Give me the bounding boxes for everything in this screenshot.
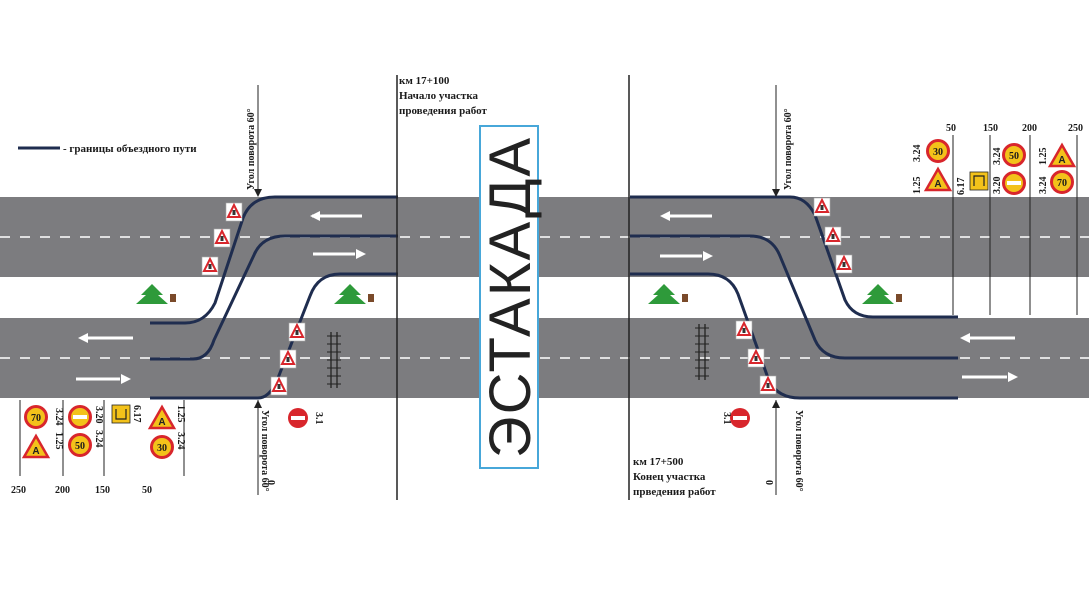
sign-code: 1.25 [175,405,186,423]
boundary-lines [19,75,1078,500]
distance-label: 150 [983,123,998,134]
end-line-2: прведения работ [633,486,716,498]
distance-label: 250 [11,485,26,496]
roadwork-cone-icon [813,197,831,217]
sign-code-3-1: 3.1 [721,412,732,425]
warning-roadwork-sign-icon [1048,143,1076,168]
roadwork-cone-icon [279,349,297,369]
distance-label: 200 [1022,123,1037,134]
detour-scheme-sign-icon [111,404,131,424]
distance-label: 150 [95,485,110,496]
sign-cluster-left: 70 3.24 1.25 50 3.20 3.24 6.17 30 1.25 3… [22,404,186,459]
sign-code: 3.24 [53,408,64,426]
speed-50: 50 [75,441,85,452]
roadwork-cone-icon [201,256,219,276]
sign-code: 3.24 [992,148,1003,166]
detour-scheme-sign-icon [969,171,989,191]
turn-angle-label: Угол поворота 60° [783,108,794,190]
sign-cluster-right: 30 3.24 1.25 6.17 50 3.24 3.20 70 1.25 3… [912,139,1076,196]
warning-roadwork-sign-icon [22,434,50,459]
no-entry-sign-icon [730,408,750,428]
sign-code: 6.17 [131,405,142,423]
sign-code: 3.24 [1038,177,1049,195]
distances-right: 50 150 200 250 [946,123,1083,134]
sign-code: 3.24 [93,430,104,448]
sign-code: 1.25 [912,177,923,195]
road-upper [0,197,1089,277]
detour-right [630,195,958,400]
sign-code: 3.24 [912,145,923,163]
end-line-1: Конец участка [633,471,706,483]
median [0,277,1089,318]
roadwork-cone-icon [759,375,777,395]
distance-label: 250 [1068,123,1083,134]
direction-arrows [76,211,1018,384]
turn-angle-label: Угол поворота 60° [793,410,804,492]
distance-label: 50 [946,123,956,134]
end-marker: км 17+500 Конец участка прведения работ [633,456,716,498]
turn-angle-label: Угол поворота 60° [246,108,257,190]
distance-label: 50 [142,485,152,496]
roadwork-cone-icon [735,320,753,340]
legend-label: - границы объездного пути [63,143,197,155]
zero-label: 0 [265,480,276,485]
warning-roadwork-sign-icon [924,167,952,192]
sign-code: 1.25 [53,432,64,450]
end-km: км 17+500 [633,456,684,468]
warning-roadwork-sign-icon [148,405,176,430]
speed-30: 30 [157,443,167,454]
overpass-label: ЭСТАКАДА [478,136,543,458]
sign-code: 6.17 [956,178,967,196]
distance-label: 200 [55,485,70,496]
start-line-1: Начало участка [399,90,478,102]
start-marker: км 17+100 Начало участка проведения рабо… [399,75,488,117]
sign-code: 1.25 [1038,148,1049,166]
turn-angle-label: Угол поворота 60° [259,410,270,492]
roadwork-cone-icon [270,376,288,396]
distances-left: 250 200 150 50 [11,485,152,496]
start-line-2: проведения работ [399,105,488,117]
speed-50: 50 [1009,151,1019,162]
overpass-box: ЭСТАКАДА [478,125,543,469]
sign-code: 3.24 [175,432,186,450]
sign-code-3-1: 3.1 [313,412,324,425]
legend: - границы объездного пути [18,143,197,155]
speed-30: 30 [933,147,943,158]
speed-70: 70 [31,413,41,424]
speed-70: 70 [1057,178,1067,189]
no-entry-sign-icon [288,408,308,428]
sign-code: 3.20 [93,406,104,424]
roadwork-cone-icon [835,254,853,274]
roadwork-cone-icon [747,348,765,368]
start-km: км 17+100 [399,75,450,87]
roadwork-cone-icon [213,228,231,248]
zero-label: 0 [763,480,774,485]
sign-code: 3.20 [992,177,1003,195]
roadwork-cone-icon [225,202,243,222]
roadwork-cone-icon [288,322,306,342]
roadwork-cone-icon [824,226,842,246]
